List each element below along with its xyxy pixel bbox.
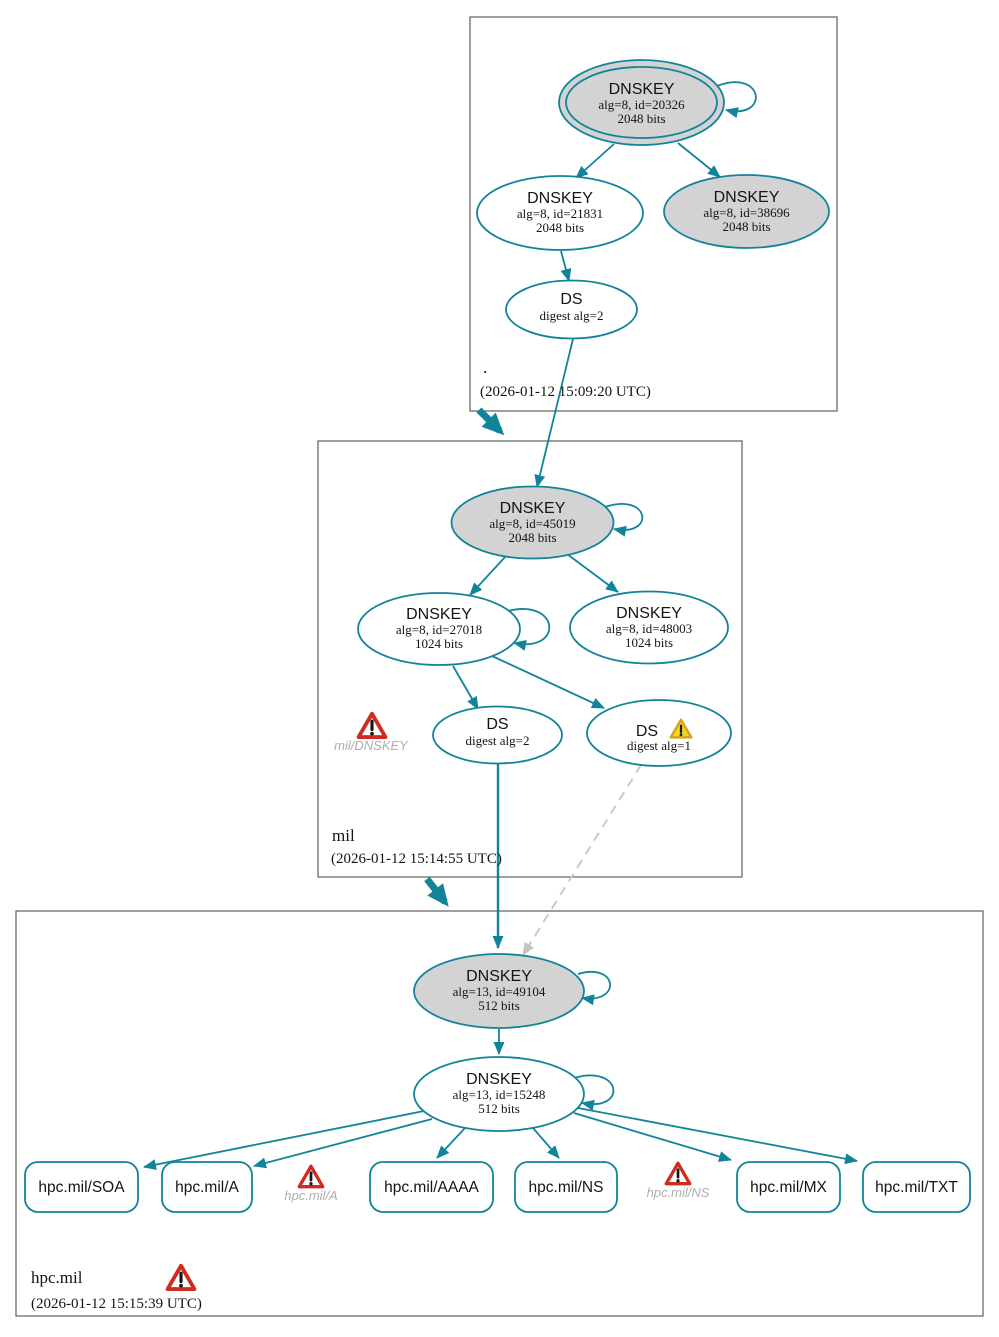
edge-delegation-mil-to-hpc xyxy=(424,876,449,907)
node-attr: digest alg=2 xyxy=(465,733,529,748)
warning-label: mil/DNSKEY xyxy=(334,738,409,753)
warning-mil-dnskey: mil/DNSKEY xyxy=(334,711,409,753)
edge-mil-zsk-to-ds2 xyxy=(452,665,479,710)
rrset-label: hpc.mil/SOA xyxy=(38,1179,125,1196)
node-attr: alg=13, id=49104 xyxy=(453,984,546,999)
self-loop-hpc-zsk xyxy=(573,1074,615,1111)
node-rrset-hpc-txt[interactable]: hpc.mil/TXT xyxy=(862,1161,971,1213)
edge-hpc-zsk-to-aaaa xyxy=(436,1127,466,1159)
zone-timestamp-mil: (2026-01-12 15:14:55 UTC) xyxy=(331,851,502,867)
node-rrset-hpc-mx[interactable]: hpc.mil/MX xyxy=(736,1161,841,1213)
edge-mil-ksk-to-zsk xyxy=(469,555,507,596)
node-title: DNSKEY xyxy=(616,605,682,622)
node-attr: digest alg=1 xyxy=(627,738,691,753)
node-dnskey-48003[interactable]: DNSKEY alg=8, id=48003 1024 bits xyxy=(569,590,729,665)
node-rrset-hpc-ns[interactable]: hpc.mil/NS xyxy=(514,1161,618,1213)
edge-hpc-zsk-to-soa xyxy=(143,1110,425,1171)
node-attr: alg=13, id=15248 xyxy=(453,1087,546,1102)
node-attr: 1024 bits xyxy=(415,636,463,651)
warning-hpc-ns: hpc.mil/NS xyxy=(647,1161,710,1200)
zone-label-hpc-mil: hpc.mil xyxy=(31,1268,83,1287)
node-attr: 2048 bits xyxy=(617,111,665,126)
zone-label-mil: mil xyxy=(332,826,355,845)
node-attr: 512 bits xyxy=(478,998,520,1013)
node-attr: alg=8, id=27018 xyxy=(396,622,482,637)
node-attr: 2048 bits xyxy=(508,530,556,545)
edge-hpc-zsk-to-a xyxy=(253,1118,433,1169)
edge-mil-ksk-to-key48003 xyxy=(566,553,619,593)
node-dnskey-21831[interactable]: DNSKEY alg=8, id=21831 2048 bits xyxy=(476,175,644,251)
rrset-label: hpc.mil/TXT xyxy=(875,1179,958,1196)
zone-timestamp-root: (2026-01-12 15:09:20 UTC) xyxy=(480,384,651,400)
edge-root-ksk-to-zsk xyxy=(575,143,615,179)
self-loop-mil-zsk xyxy=(507,608,551,651)
node-attr: 2048 bits xyxy=(722,219,770,234)
node-dnskey-15248[interactable]: DNSKEY alg=13, id=15248 512 bits xyxy=(413,1056,585,1132)
node-title: DNSKEY xyxy=(527,190,593,207)
node-rrset-hpc-a[interactable]: hpc.mil/A xyxy=(161,1161,253,1213)
node-ds-mil-alg1[interactable]: DS digest alg=1 xyxy=(586,699,732,767)
rrset-label: hpc.mil/AAAA xyxy=(384,1179,479,1196)
edge-root-ds-to-mil-ksk xyxy=(534,338,574,488)
edge-delegation-root-to-mil xyxy=(476,407,505,436)
node-dnskey-27018[interactable]: DNSKEY alg=8, id=27018 1024 bits xyxy=(357,592,521,666)
node-title: DNSKEY xyxy=(406,606,472,623)
node-dnskey-38696[interactable]: DNSKEY alg=8, id=38696 2048 bits xyxy=(663,174,830,249)
node-dnskey-20326-ksk[interactable]: DNSKEY alg=8, id=20326 2048 bits xyxy=(558,59,725,146)
node-dnskey-49104-ksk[interactable]: DNSKEY alg=13, id=49104 512 bits xyxy=(413,953,585,1029)
node-attr: alg=8, id=48003 xyxy=(606,621,692,636)
node-title: DNSKEY xyxy=(500,500,566,517)
edge-mil-zsk-to-ds1 xyxy=(491,655,605,709)
edge-hpc-zsk-to-mx xyxy=(573,1112,732,1162)
node-attr: digest alg=2 xyxy=(539,308,603,323)
node-attr: alg=8, id=21831 xyxy=(517,206,603,221)
warning-label: hpc.mil/NS xyxy=(647,1185,710,1200)
node-title: DNSKEY xyxy=(466,968,532,985)
node-ds-root[interactable]: DS digest alg=2 xyxy=(505,279,638,340)
node-rrset-hpc-soa[interactable]: hpc.mil/SOA xyxy=(24,1161,139,1213)
warning-hpc-a: hpc.mil/A xyxy=(284,1164,338,1203)
node-title: DNSKEY xyxy=(714,189,780,206)
rrset-label: hpc.mil/A xyxy=(175,1179,239,1196)
node-attr: alg=8, id=38696 xyxy=(703,205,790,220)
node-attr: 512 bits xyxy=(478,1101,520,1116)
edge-mil-ds1-to-hpc-ksk-dashed xyxy=(522,764,642,956)
edge-root-ksk-to-key38696 xyxy=(677,142,721,178)
edge-root-zsk-to-ds xyxy=(560,250,572,282)
self-loop-root-ksk xyxy=(716,81,757,119)
rrset-label: hpc.mil/NS xyxy=(529,1179,604,1196)
zone-timestamp-hpc-mil: (2026-01-12 15:15:39 UTC) xyxy=(31,1296,202,1312)
node-attr: 2048 bits xyxy=(536,220,584,235)
node-attr: 1024 bits xyxy=(625,635,673,650)
node-title: DS xyxy=(636,723,658,740)
node-title: DS xyxy=(486,716,508,733)
self-loop-mil-ksk xyxy=(604,503,644,537)
rrset-label: hpc.mil/MX xyxy=(750,1179,827,1196)
warning-label: hpc.mil/A xyxy=(284,1188,337,1203)
node-attr: alg=8, id=20326 xyxy=(598,97,685,112)
zone-label-root: . xyxy=(483,358,487,377)
node-attr: alg=8, id=45019 xyxy=(489,516,575,531)
node-title: DS xyxy=(560,291,582,308)
node-title: DNSKEY xyxy=(466,1071,532,1088)
edge-hpc-zsk-to-txt xyxy=(577,1107,858,1165)
node-rrset-hpc-aaaa[interactable]: hpc.mil/AAAA xyxy=(369,1161,494,1213)
edge-hpc-zsk-to-ns xyxy=(532,1127,560,1159)
node-ds-mil-alg2[interactable]: DS digest alg=2 xyxy=(432,705,563,765)
node-title: DNSKEY xyxy=(609,81,675,98)
self-loop-hpc-ksk xyxy=(577,971,611,1006)
node-dnskey-45019-ksk[interactable]: DNSKEY alg=8, id=45019 2048 bits xyxy=(450,485,615,560)
